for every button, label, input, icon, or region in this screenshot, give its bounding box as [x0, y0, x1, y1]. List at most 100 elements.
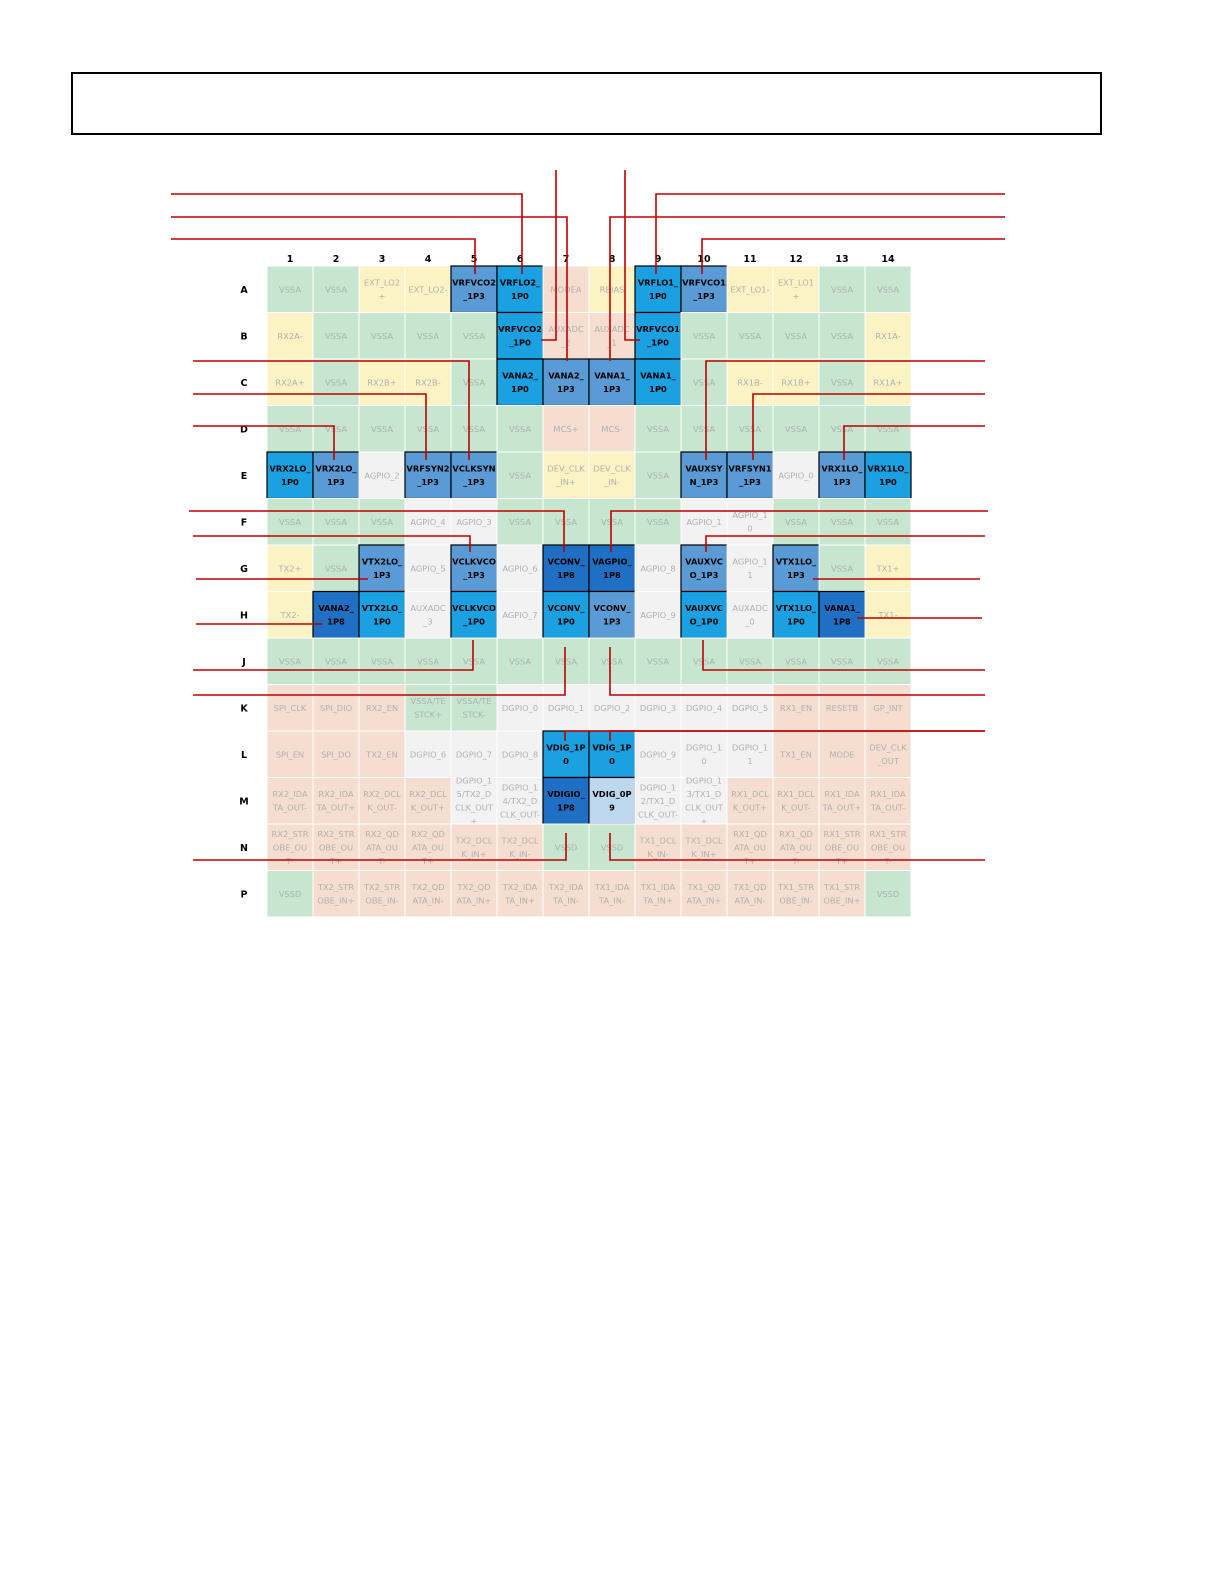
row-label: F [241, 517, 248, 528]
ball-cell-fill [542, 776, 590, 825]
ball-G5: VCLKVCO_1P3 [450, 544, 498, 593]
ball-J4: VSSA [404, 637, 452, 685]
row-label: C [241, 378, 248, 389]
ball-label-dgpio-8: DGPIO_8 [502, 749, 538, 759]
ball-label-vssa: VSSA [647, 470, 669, 480]
ball-K8: DGPIO_2 [588, 684, 636, 732]
ball-J5: VSSA [450, 637, 498, 685]
leader-line [189, 510, 565, 552]
ball-label-vssd: VSSD [877, 889, 900, 899]
leader-line [610, 510, 988, 552]
ball-cell-fill [358, 590, 406, 639]
ball-C9: VANA1_1P0 [634, 358, 682, 407]
ball-cell-fill [588, 823, 636, 871]
ball-H4: AUXADC_3 [404, 591, 452, 639]
leader-line [609, 647, 985, 696]
ball-cell-fill [450, 405, 498, 453]
ball-label-vagpio-1p8: VAGPIO_1P8 [592, 557, 632, 581]
ball-cell-fill [404, 544, 452, 592]
ball-label-agpio-3: AGPIO_3 [456, 517, 491, 527]
row-label: B [240, 331, 247, 342]
ball-label-vssa: VSSA [693, 656, 715, 666]
row-label: N [240, 843, 248, 854]
ball-label-vtx2lo-1p0: VTX2LO_1P0 [362, 603, 403, 627]
ball-label-agpio-6: AGPIO_6 [502, 563, 537, 573]
ball-J6: VSSA [496, 637, 544, 685]
ball-cell-fill [864, 498, 912, 546]
ball-H14: TX1- [864, 591, 912, 639]
ball-H12: VTX1LO_1P0 [772, 590, 820, 639]
ball-label-vssa: VSSA [831, 331, 853, 341]
ball-cell-fill [358, 498, 406, 546]
ball-label-agpio-0: AGPIO_0 [778, 470, 813, 480]
ball-cell-fill [404, 498, 452, 546]
ball-label-dev-clk-in: DEV_CLK_IN+ [547, 464, 585, 488]
ball-cell-fill [818, 312, 866, 360]
ball-label-rx1b: RX1B+ [781, 377, 810, 387]
ball-cell-fill [680, 405, 728, 453]
ball-cell-fill [542, 730, 590, 779]
leader-line [705, 535, 985, 552]
ball-label-rx1a: RX1A+ [873, 377, 902, 387]
ball-label-vssa: VSSA [371, 331, 393, 341]
ball-cell-fill [864, 637, 912, 685]
ball-label-vssa: VSSA [877, 517, 899, 527]
ball-cell-fill [542, 544, 590, 593]
ball-H3: VTX2LO_1P0 [358, 590, 406, 639]
ball-cell-fill [312, 777, 360, 825]
leader-line [624, 170, 640, 341]
ball-cell-fill [358, 870, 406, 918]
ball-label-auxadc-3: AUXADC_3 [410, 603, 445, 627]
ball-M7: VDIGIO_1P8 [542, 776, 590, 825]
ball-label-agpio-1: AGPIO_1 [686, 517, 721, 527]
ball-label-vclkvco-1p0: VCLKVCO_1P0 [452, 603, 496, 627]
ball-cell-fill [404, 312, 452, 360]
ball-label-vrx2lo-1p3: VRX2LO_1P3 [315, 464, 357, 488]
ball-cell-fill [864, 823, 912, 871]
ball-label-modea: MODEA [551, 284, 582, 294]
ball-E7: DEV_CLK_IN+ [542, 451, 590, 499]
leader-line [752, 393, 985, 460]
ball-label-vrfvco2-1p0: VRFVCO2_1P0 [498, 324, 542, 348]
ball-cell-fill [634, 684, 682, 732]
leader-line [609, 833, 985, 861]
ball-label-ext-lo1: EXT_LO1+ [778, 278, 814, 302]
ball-label-vrfsyn2-1p3: VRFSYN2_1P3 [406, 464, 449, 488]
ball-cell-fill [450, 498, 498, 546]
ball-label-vclkvco-1p3: VCLKVCO_1P3 [452, 557, 496, 581]
ball-cell-fill [726, 312, 774, 360]
ball-label-vssa: VSSA [831, 656, 853, 666]
ball-C13: VSSA [818, 358, 866, 406]
ball-cell-fill [680, 590, 728, 639]
ball-label-vssa: VSSA [601, 656, 623, 666]
leader-line [655, 193, 1005, 274]
ball-label-vssa: VSSA [417, 656, 439, 666]
ball-label-vssa: VSSA [831, 284, 853, 294]
ball-cell-fill [404, 405, 452, 453]
ball-cell-fill [818, 590, 866, 639]
leader-lines [171, 170, 1005, 861]
ball-label-vssa: VSSA [325, 377, 347, 387]
ball-C2: VSSA [312, 358, 360, 406]
ball-label-vssa: VSSA [831, 424, 853, 434]
ball-D13: VSSA [818, 405, 866, 453]
ball-label-vana2-1p8: VANA2_1P8 [318, 603, 354, 627]
ball-label-vssa: VSSA [555, 517, 577, 527]
